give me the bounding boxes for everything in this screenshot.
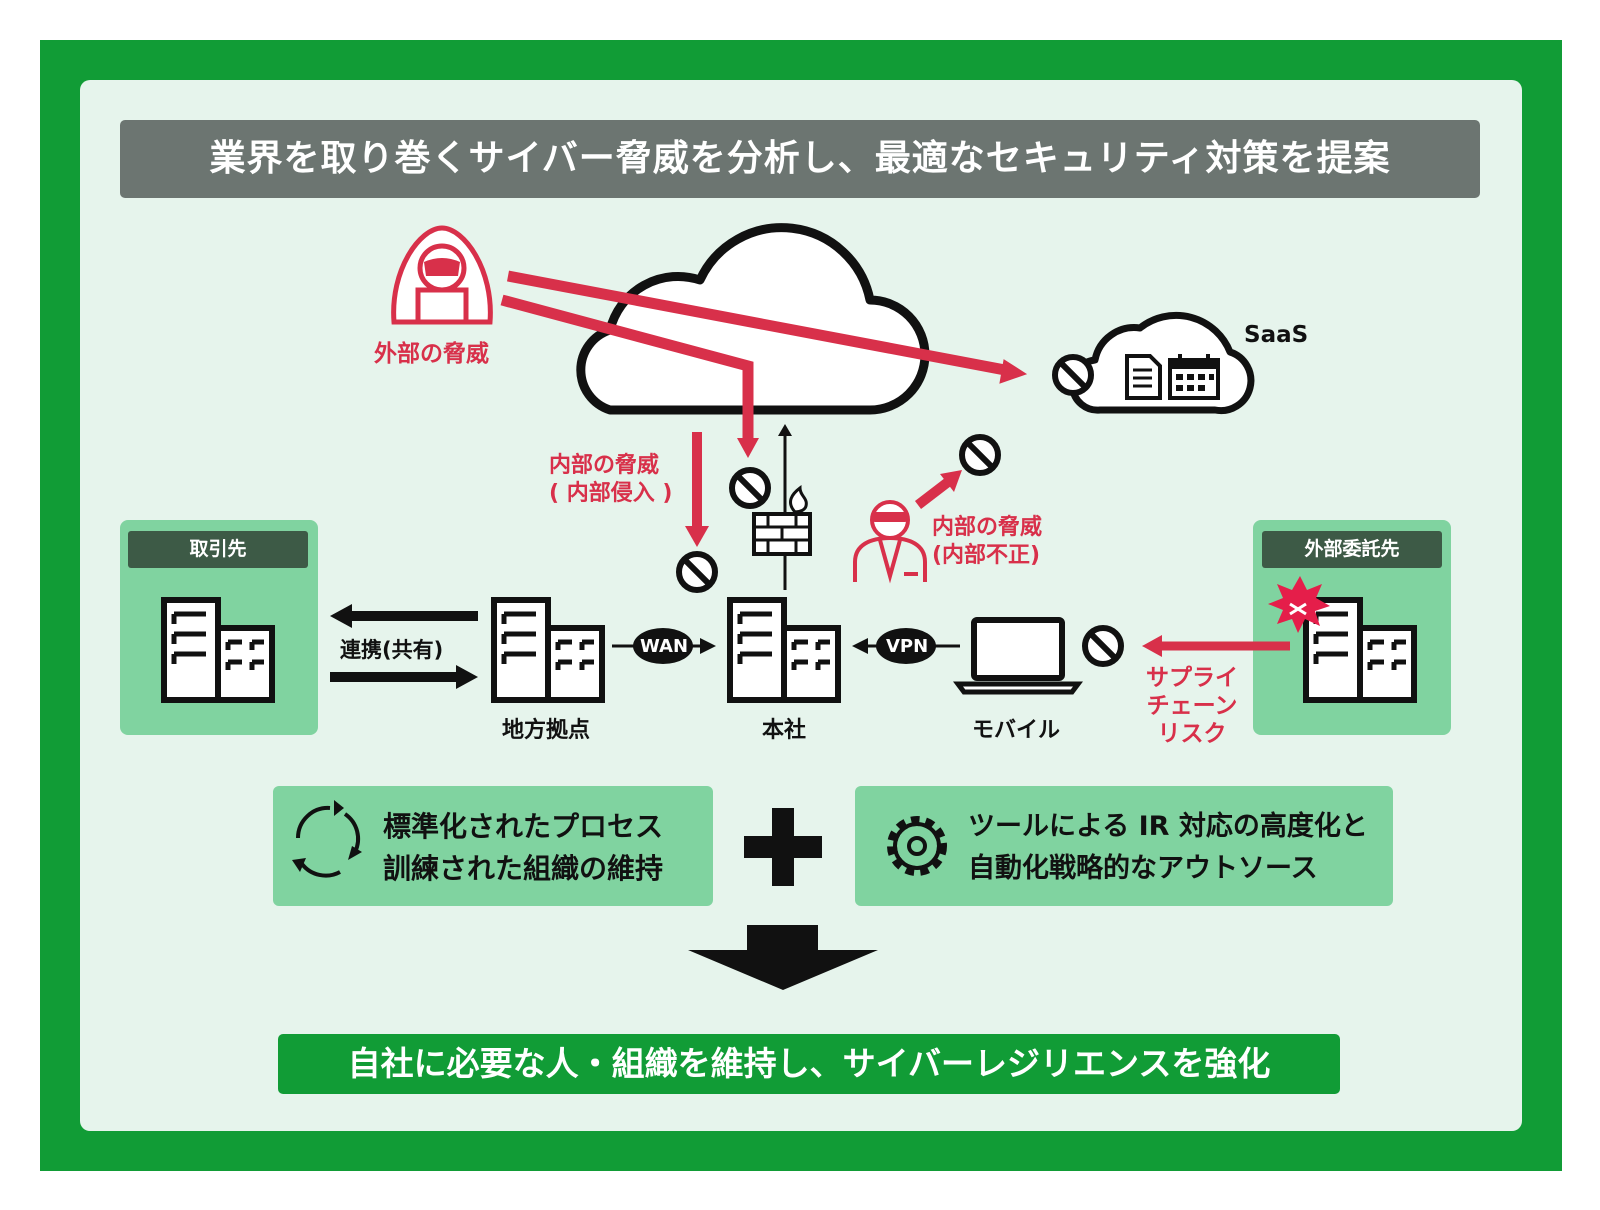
- external-threat-label: 外部の脅威: [374, 341, 489, 367]
- down-arrow-icon: [688, 925, 878, 990]
- document-icon: [1125, 354, 1162, 400]
- result-banner: 自社に必要な人・組織を維持し、サイバーレジリエンスを強化: [278, 1034, 1340, 1094]
- hq-label: 本社: [762, 718, 807, 743]
- outsource-building-icon: [1306, 600, 1414, 700]
- plus-icon: [744, 808, 822, 886]
- outsource-label: 外部委託先: [1262, 531, 1442, 568]
- saas-label: SaaS: [1244, 322, 1309, 348]
- blocked-icon: [1055, 357, 1091, 393]
- blocked-icon: [679, 554, 715, 590]
- calendar-icon: [1168, 354, 1220, 400]
- blocked-icon: [1085, 628, 1121, 664]
- gear-icon: [887, 816, 947, 876]
- mobile-label: モバイル: [972, 718, 1061, 743]
- process-measures-text: 標準化されたプロセス 訓練された組織の維持: [383, 810, 664, 885]
- page-title: 業界を取り巻くサイバー脅威を分析し、最適なセキュリティ対策を提案: [120, 120, 1480, 198]
- supply-chain-risk-label: サプライ チェーン リスク: [1146, 665, 1238, 747]
- branch-building-icon: [494, 600, 602, 700]
- process-box: [273, 786, 713, 906]
- laptop-icon: [953, 617, 1083, 695]
- partner-building-icon: [164, 600, 272, 700]
- blocked-icon: [732, 470, 768, 506]
- link-share-label: 連携(共有): [340, 638, 444, 662]
- branch-label: 地方拠点: [502, 718, 591, 743]
- internal-fraud-label: 内部の脅威 (内部不正): [932, 515, 1043, 568]
- firewall-icon: [752, 485, 812, 556]
- blocked-icon: [962, 437, 998, 473]
- breach-burst-icon: [1268, 576, 1330, 633]
- wan-label: WAN: [640, 636, 689, 657]
- hq-building-icon: [730, 600, 838, 700]
- cycle-arrows-icon: [295, 805, 361, 878]
- vpn-label: VPN: [886, 636, 929, 657]
- tooling-measures-text: ツールによる IR 対応の高度化と 自動化戦略的なアウトソース: [968, 811, 1368, 884]
- partner-label: 取引先: [128, 531, 308, 568]
- internal-intrusion-label: 内部の脅威 ( 内部侵入 ): [549, 453, 673, 506]
